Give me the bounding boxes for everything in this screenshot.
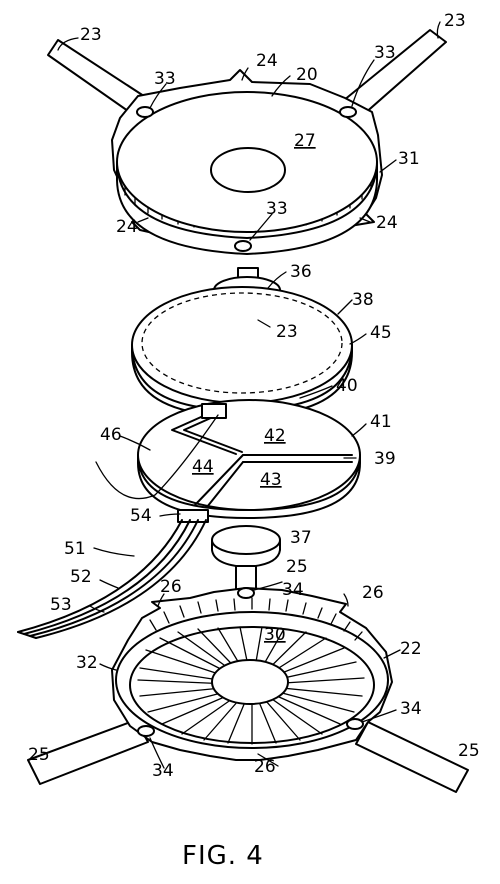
label-33-bottom: 33 — [266, 199, 288, 219]
hole-34-right — [346, 718, 364, 730]
electrode-layer — [95, 399, 361, 523]
connector-tab-54 — [177, 509, 209, 523]
label-38: 38 — [352, 290, 374, 310]
label-34-left: 34 — [152, 761, 174, 781]
figure-caption: FIG. 4 — [182, 841, 264, 871]
label-26-bottom: 26 — [254, 757, 276, 777]
label-39: 39 — [374, 449, 396, 469]
label-25-left: 25 — [28, 745, 50, 765]
hole-34-top — [237, 587, 255, 599]
label-52: 52 — [70, 567, 92, 587]
hole-34-left — [137, 725, 155, 737]
arm-tab-lower-right — [355, 721, 469, 793]
label-25-right: 25 — [458, 741, 480, 761]
label-40: 40 — [336, 376, 358, 396]
label-23-upper-left: 23 — [80, 25, 102, 45]
small-disc-37 — [211, 525, 281, 591]
bottom-rim-serrations — [149, 597, 363, 641]
segment-divider-diagonal — [194, 454, 244, 508]
label-37: 37 — [290, 528, 312, 548]
label-34-right: 34 — [400, 699, 422, 719]
label-45: 45 — [370, 323, 392, 343]
label-24-right: 24 — [376, 213, 398, 233]
label-41: 41 — [370, 412, 392, 432]
bottom-electrode-assembly — [27, 587, 469, 793]
leader-lines — [57, 21, 441, 769]
label-34-top: 34 — [282, 580, 304, 600]
label-23-center: 23 — [276, 322, 298, 342]
label-20: 20 — [296, 65, 318, 85]
label-32: 32 — [76, 653, 98, 673]
label-33-right: 33 — [374, 43, 396, 63]
dielectric-sheet — [131, 286, 353, 417]
ribbon-cable — [17, 519, 207, 639]
top-disc-center-hole — [210, 147, 286, 193]
label-36: 36 — [290, 262, 312, 282]
label-26-right: 26 — [362, 583, 384, 603]
sheet-45-dashed-outline — [141, 292, 343, 394]
label-23-upper-right: 23 — [444, 11, 466, 31]
label-25-top: 25 — [286, 557, 308, 577]
arm-tab-lower-left — [27, 719, 149, 785]
label-31: 31 — [398, 149, 420, 169]
label-44: 44 — [192, 457, 214, 477]
hole-33-right — [339, 106, 357, 118]
label-22: 22 — [400, 639, 422, 659]
bottom-disc-center — [211, 659, 289, 705]
tab-25-stem — [235, 565, 257, 591]
sheet-38 — [131, 286, 353, 404]
label-53: 53 — [50, 595, 72, 615]
label-26-left: 26 — [160, 577, 182, 597]
label-30: 30 — [264, 625, 286, 645]
rim-band — [116, 161, 378, 255]
segment-divider — [242, 454, 353, 463]
label-24-left: 24 — [116, 217, 138, 237]
lead-wire-46 — [95, 414, 219, 500]
hole-33-bottom — [234, 240, 252, 252]
label-24-top: 24 — [256, 51, 278, 71]
label-42: 42 — [264, 426, 286, 446]
label-51: 51 — [64, 539, 86, 559]
reference-labels: 23 23 33 24 20 33 27 31 33 24 24 36 38 4… — [28, 11, 480, 781]
radial-grid-lines — [137, 626, 365, 745]
label-43: 43 — [260, 470, 282, 490]
top-electrode-assembly — [47, 29, 447, 255]
hole-33-left — [136, 106, 154, 118]
label-33-left: 33 — [154, 69, 176, 89]
label-54: 54 — [130, 506, 152, 526]
connector-tab-40 — [201, 403, 227, 419]
label-46: 46 — [100, 425, 122, 445]
label-27: 27 — [294, 131, 316, 151]
